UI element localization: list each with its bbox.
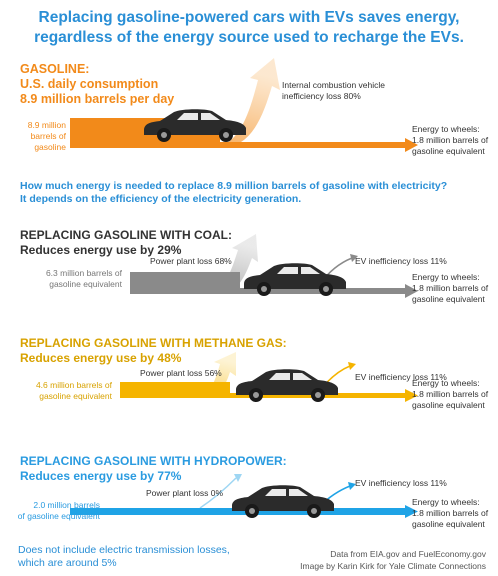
gasoline-input-label: 8.9 million barrels of gasoline — [0, 120, 66, 153]
methane-out-line-2: 1.8 million barrels of — [412, 389, 489, 399]
hydro-out-line-2: 1.8 million barrels of — [412, 508, 489, 518]
footer-note-line-1: Does not include electric transmission l… — [18, 544, 230, 556]
coal-flow — [130, 234, 418, 298]
coal-ev-loss-arrow-icon — [350, 254, 358, 262]
coal-ev-loss-label: EV inefficiency loss 11% — [355, 256, 447, 266]
page-title: Replacing gasoline-powered cars with EVs… — [0, 8, 498, 48]
hydro-output-label: Energy to wheels: 1.8 million barrels of… — [412, 497, 488, 530]
methane-out-line-3: gasoline equivalent — [412, 400, 485, 410]
footer-credit-line-2: Image by Karin Kirk for Yale Climate Con… — [300, 561, 486, 571]
hydro-flow — [70, 474, 418, 518]
methane-heading-1: REPLACING GASOLINE WITH METHANE GAS: — [20, 336, 287, 350]
coal-plant-loss-label: Power plant loss 68% — [150, 256, 232, 266]
gasoline-loss-label: Internal combustion vehicle inefficiency… — [282, 80, 385, 102]
methane-heading: REPLACING GASOLINE WITH METHANE GAS: Red… — [20, 336, 287, 366]
footer-credit-line-1: Data from EIA.gov and FuelEconomy.gov — [330, 549, 486, 559]
coal-out-line-3: gasoline equivalent — [412, 294, 485, 304]
methane-input-line-1: 4.6 million barrels of — [35, 380, 112, 390]
gasoline-flow-arrow-icon — [405, 138, 418, 152]
hydro-input-label: 2.0 million barrels of gasoline equivale… — [0, 500, 100, 522]
coal-flow-arrow-icon — [405, 284, 418, 298]
footer-credit: Data from EIA.gov and FuelEconomy.gov Im… — [300, 548, 486, 572]
coal-input-label: 6.3 million barrels of gasoline equivale… — [0, 268, 122, 290]
hydro-input-line-2: of gasoline equivalent — [17, 511, 100, 521]
methane-flow — [120, 352, 418, 402]
coal-out-line-2: 1.8 million barrels of — [412, 283, 489, 293]
gasoline-heading-1: GASOLINE: — [20, 62, 90, 76]
methane-heading-2: Reduces energy use by 48% — [20, 351, 182, 365]
title-line-1: Replacing gasoline-powered cars with EVs… — [38, 9, 460, 26]
hydro-plant-loss-arrow-icon — [234, 474, 242, 482]
coal-input-line-2: gasoline equivalent — [49, 279, 122, 289]
title-line-2: regardless of the energy source used to … — [34, 29, 464, 46]
coal-heading: REPLACING GASOLINE WITH COAL: Reduces en… — [20, 228, 232, 258]
methane-input-band — [120, 382, 230, 398]
gasoline-out-line-2: 1.8 million barrels of — [412, 135, 489, 145]
question-text: How much energy is needed to replace 8.9… — [20, 180, 447, 206]
hydro-ev-loss-arrow-icon — [348, 482, 356, 490]
gasoline-out-line-3: gasoline equivalent — [412, 146, 485, 156]
hydro-input-line-1: 2.0 million barrels — [33, 500, 100, 510]
gasoline-heading: GASOLINE: U.S. daily consumption 8.9 mil… — [20, 62, 174, 107]
gasoline-output-band — [160, 142, 405, 148]
gasoline-flow — [70, 58, 418, 152]
hydro-input-band — [70, 508, 405, 515]
coal-input-band — [130, 272, 240, 294]
methane-flow-arrow-icon — [405, 389, 418, 402]
hydro-heading-1: REPLACING GASOLINE WITH HYDROPOWER: — [20, 454, 287, 468]
methane-output-label: Energy to wheels: 1.8 million barrels of… — [412, 378, 488, 411]
coal-out-line-1: Energy to wheels: — [412, 272, 480, 282]
methane-ev-loss-label: EV inefficiency loss 11% — [355, 372, 447, 382]
gasoline-input-line-2: gasoline — [34, 142, 66, 152]
coal-output-label: Energy to wheels: 1.8 million barrels of… — [412, 272, 488, 305]
coal-heading-2: Reduces energy use by 29% — [20, 243, 182, 257]
question-line-2: It depends on the efficiency of the elec… — [20, 193, 302, 205]
gasoline-output-label: Energy to wheels: 1.8 million barrels of… — [412, 124, 488, 157]
hydro-out-line-1: Energy to wheels: — [412, 497, 480, 507]
methane-input-label: 4.6 million barrels of gasoline equivale… — [0, 380, 112, 402]
hydro-plant-loss-line — [199, 477, 237, 509]
coal-heading-1: REPLACING GASOLINE WITH COAL: — [20, 228, 232, 242]
gasoline-input-line-1: 8.9 million barrels of — [27, 120, 66, 141]
hydro-flow-arrow-icon — [405, 505, 418, 518]
methane-out-line-1: Energy to wheels: — [412, 378, 480, 388]
hydro-ev-loss-label: EV inefficiency loss 11% — [355, 478, 447, 488]
hydro-heading: REPLACING GASOLINE WITH HYDROPOWER: Redu… — [20, 454, 287, 484]
hydro-plant-loss-label: Power plant loss 0% — [146, 488, 224, 498]
coal-input-line-1: 6.3 million barrels of — [45, 268, 122, 278]
methane-input-line-2: gasoline equivalent — [39, 391, 112, 401]
hydro-out-line-3: gasoline equivalent — [412, 519, 485, 529]
footer-note-line-2: which are around 5% — [18, 557, 117, 569]
methane-plant-loss-label: Power plant loss 56% — [140, 368, 222, 378]
gasoline-loss-line-2: inefficiency loss 80% — [282, 91, 361, 101]
gasoline-loss-line-1: Internal combustion vehicle — [282, 80, 386, 90]
gasoline-out-line-1: Energy to wheels: — [412, 124, 480, 134]
gasoline-heading-2: U.S. daily consumption — [20, 77, 159, 91]
question-line-1: How much energy is needed to replace 8.9… — [20, 180, 448, 192]
footer-note: Does not include electric transmission l… — [18, 544, 230, 570]
methane-ev-loss-arrow-icon — [348, 362, 356, 370]
gasoline-heading-3: 8.9 million barrels per day — [20, 92, 175, 106]
hydro-heading-2: Reduces energy use by 77% — [20, 469, 182, 483]
